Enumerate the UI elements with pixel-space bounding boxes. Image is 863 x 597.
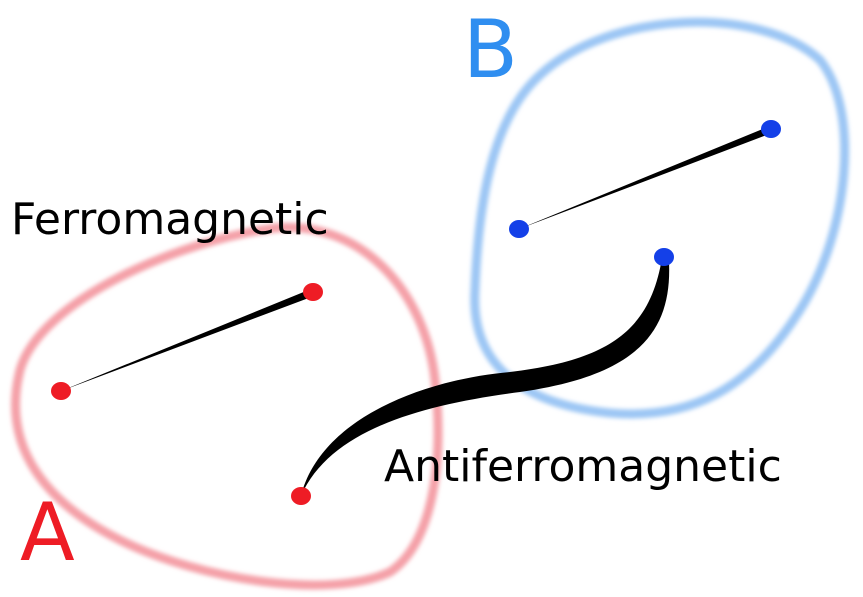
spin-node-a1 (51, 382, 71, 400)
ferromagnetic-label: Ferromagnetic (11, 194, 329, 245)
spin-node-a2 (303, 283, 323, 301)
group-b-outline (470, 17, 850, 419)
ferromagnetic-bond-a (61, 289, 314, 391)
group-a-label: A (20, 486, 75, 579)
ferromagnetic-bond-b (519, 126, 772, 229)
antiferromagnetic-label: Antiferromagnetic (384, 441, 782, 492)
group-b-label: B (463, 3, 518, 96)
spin-node-b1 (509, 220, 529, 238)
spin-node-a3 (291, 487, 311, 505)
spin-node-b2 (761, 120, 781, 138)
group-a-outline (11, 222, 443, 590)
spin-node-b3 (654, 248, 674, 266)
antiferromagnetic-bond (301, 258, 670, 496)
